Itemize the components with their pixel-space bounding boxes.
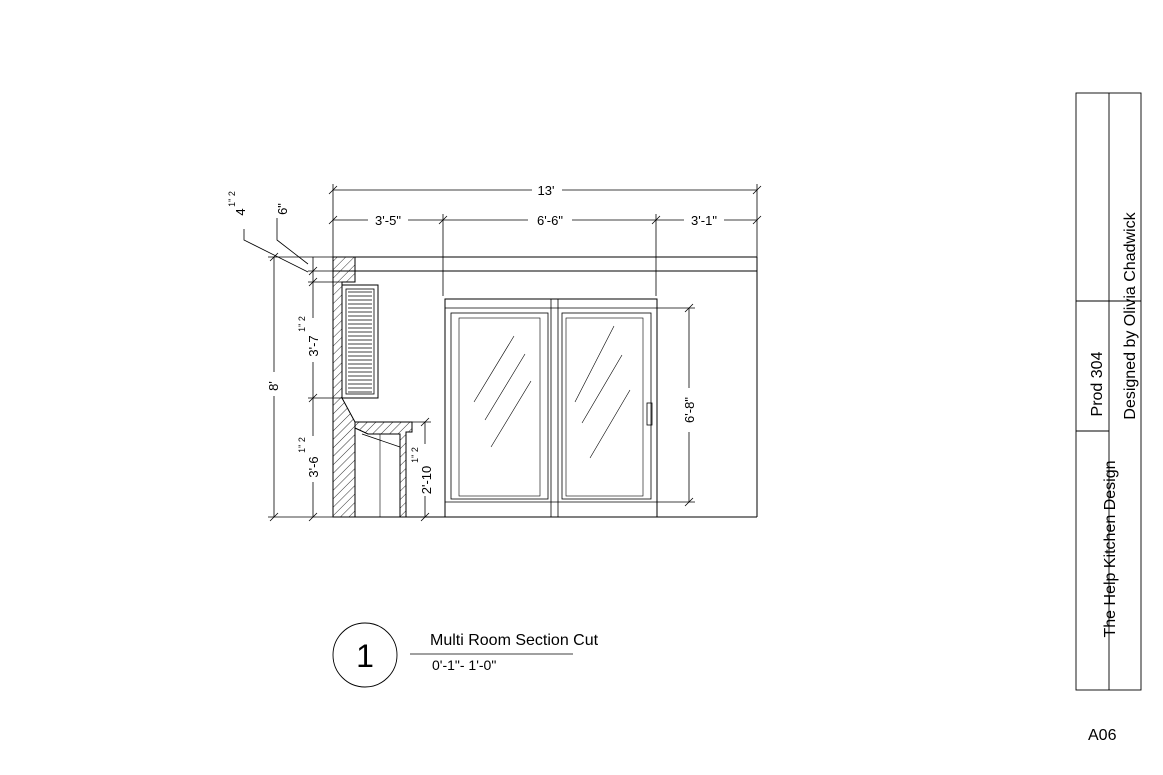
dim-right-width: 3'-1" — [691, 213, 717, 228]
louver-slats — [348, 291, 372, 393]
mask-8 — [264, 372, 284, 396]
dim-left-width: 3'-5" — [375, 213, 401, 228]
tick-7 — [269, 252, 279, 262]
louver-window — [341, 284, 379, 399]
tick-9 — [308, 266, 318, 276]
mask-left — [368, 212, 408, 228]
leader-beam-small — [243, 229, 309, 273]
project-name: The Help Kitchen Design — [1102, 461, 1119, 638]
section-label: 1 Multi Room Section Cut 0'-1"- 1'-0" — [332, 622, 599, 688]
dim-lower-height-fraction: 1" 2 — [297, 437, 307, 453]
sliding-door — [444, 298, 658, 518]
tick-8 — [269, 512, 279, 522]
title-block — [1075, 92, 1142, 691]
section-title: Multi Room Section Cut — [430, 632, 599, 649]
glass-reflection-6 — [589, 389, 631, 459]
dim-total-height: 8' — [266, 381, 281, 391]
course-code: Prod 304 — [1089, 351, 1106, 416]
mask-door — [528, 212, 572, 228]
door-handle — [646, 402, 653, 426]
tick-10 — [308, 277, 318, 287]
tick-16 — [684, 497, 694, 507]
louver-inner — [345, 288, 375, 395]
tick-14 — [420, 512, 430, 522]
dim-beam-small: 4 — [233, 208, 248, 215]
tick-11 — [308, 393, 318, 403]
tick-4 — [438, 215, 448, 225]
title-block-frame — [1075, 92, 1142, 691]
door-glass-right — [565, 317, 644, 497]
louver-frame — [341, 284, 379, 399]
dim-counter-height: 2'-10 — [419, 466, 434, 495]
dim-lower-height: 3'-6 — [306, 456, 321, 477]
mask-lower — [303, 436, 323, 482]
glass-reflection-3 — [490, 380, 532, 448]
counter-section — [354, 421, 413, 518]
section-number: 1 — [356, 638, 374, 674]
mask-overall — [532, 182, 562, 198]
dim-counter-height-fraction: 1" 2 — [410, 447, 420, 463]
designer-credit: Designed by Olivia Chadwick — [1122, 211, 1139, 419]
wall-elevation — [333, 256, 758, 518]
tick-12 — [308, 512, 318, 522]
door-panel-left — [450, 312, 549, 500]
counter-hatch — [354, 421, 413, 518]
tick-13 — [420, 417, 430, 427]
door-panel-right — [561, 312, 652, 500]
door-glass-left — [458, 317, 541, 497]
leader-beam-depth — [276, 218, 309, 265]
glass-reflection-1 — [473, 335, 515, 403]
sheet-number: A06 — [1088, 727, 1117, 744]
glass-reflection-5 — [581, 354, 623, 424]
dim-door-width: 6'-6" — [537, 213, 563, 228]
dim-beam-depth: 6" — [275, 203, 290, 215]
tick-15 — [684, 303, 694, 313]
mask-right — [684, 212, 724, 228]
glass-reflection-2 — [484, 353, 526, 421]
tick-3 — [328, 215, 338, 225]
dim-door-height: 6'-8" — [682, 397, 697, 423]
mask-door-height — [679, 388, 699, 432]
dim-upper-height-fraction: 1" 2 — [297, 316, 307, 332]
glass-reflection-4 — [574, 325, 615, 403]
tick-1 — [328, 185, 338, 195]
dim-overall-width: 13' — [538, 183, 555, 198]
section-number-circle — [332, 622, 398, 688]
section-scale: 0'-1"- 1'-0" — [432, 657, 496, 673]
mask-counter — [415, 444, 435, 496]
dim-upper-height: 3'-7 — [306, 335, 321, 356]
tick-5 — [651, 215, 661, 225]
top-dimensions — [328, 184, 762, 296]
mask-upper — [303, 318, 323, 362]
tick-6 — [752, 215, 762, 225]
dim-beam-small-fraction: 1" 2 — [227, 191, 237, 207]
counter-bracket — [361, 433, 401, 448]
tick-2 — [752, 185, 762, 195]
